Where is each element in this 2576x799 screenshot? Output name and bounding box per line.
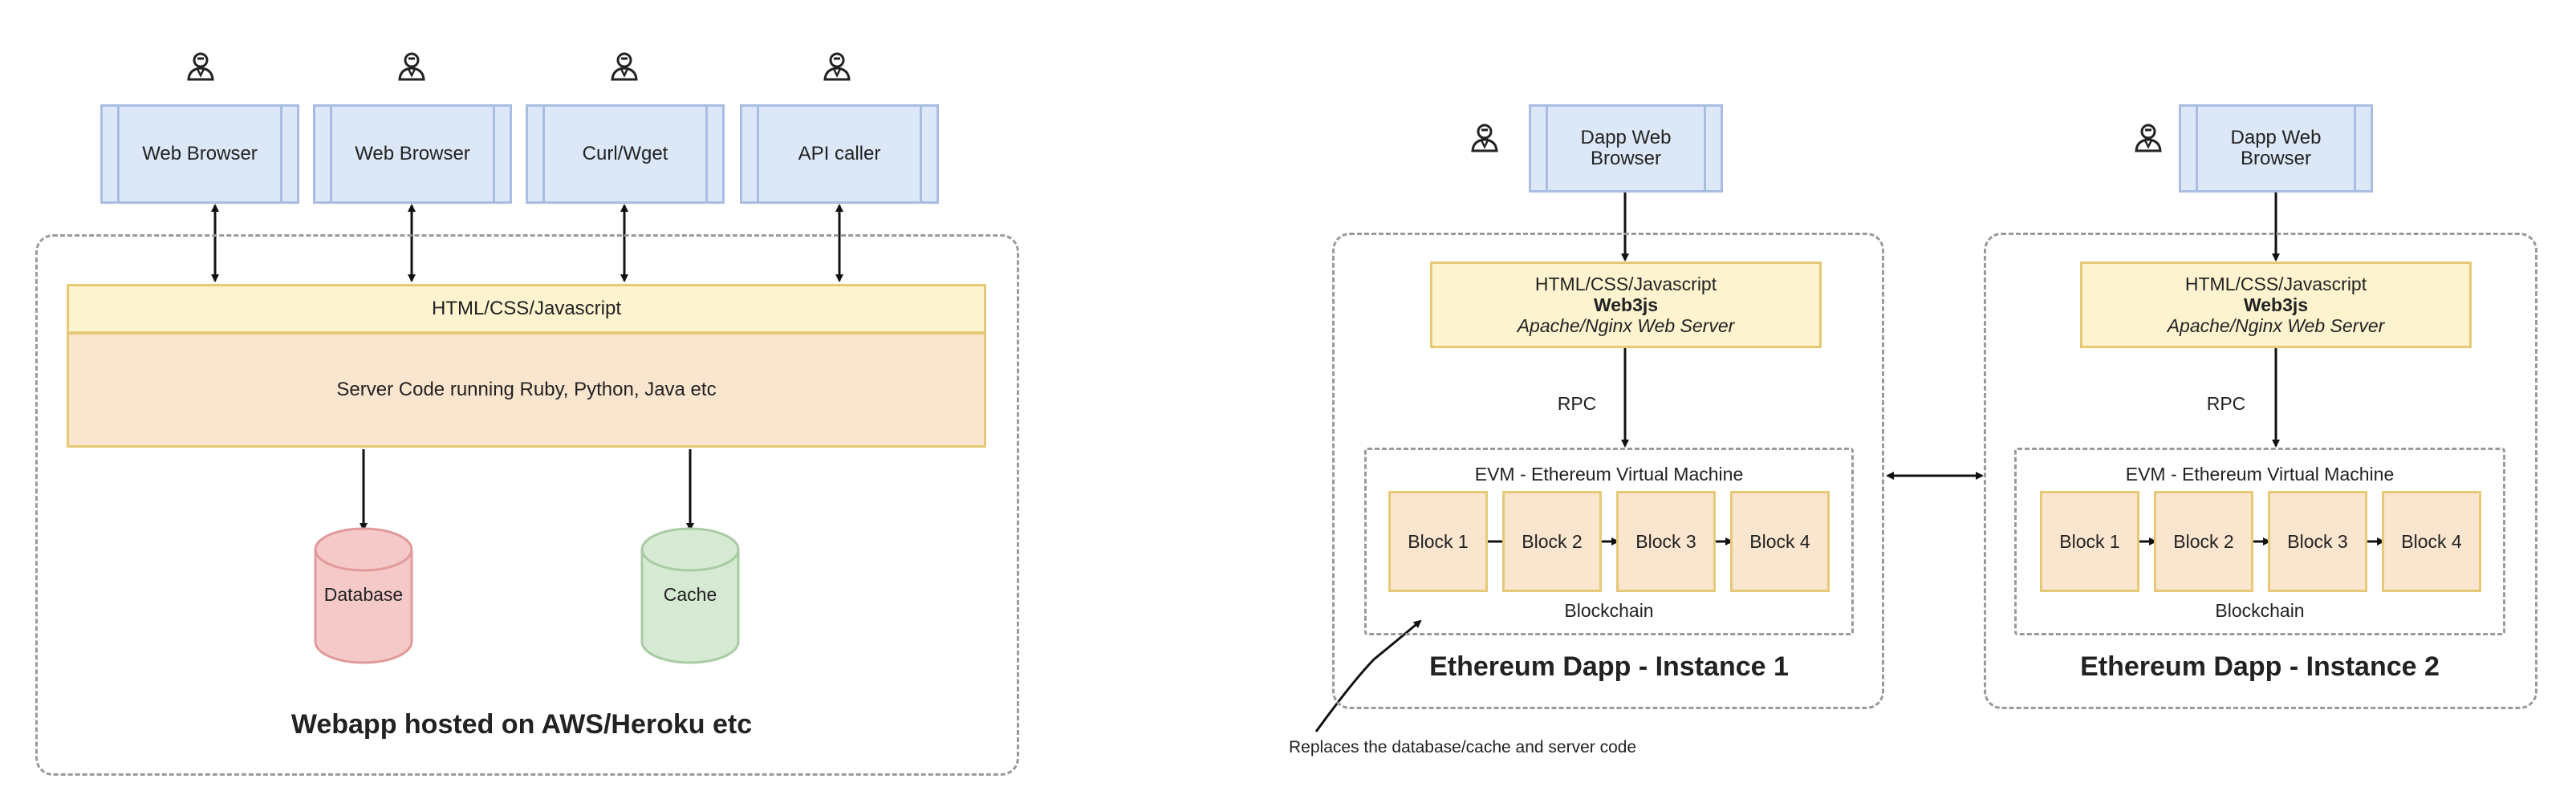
rpc-label: RPC — [2206, 393, 2246, 414]
evm-container — [2014, 448, 2505, 635]
dapp-browser-box: Dapp Web Browser — [2179, 104, 2373, 193]
evm-label: EVM - Ethereum Virtual Machine — [2125, 464, 2395, 485]
web-server-label: Apache/Nginx Web Server — [1517, 315, 1735, 336]
user-icon — [1471, 124, 1498, 152]
block-4: Block 4 — [1730, 491, 1830, 592]
block-label: Block 1 — [1408, 530, 1469, 552]
client-box-web-browser: Web Browser — [100, 104, 299, 204]
server-code-layer: Server Code running Ruby, Python, Java e… — [67, 332, 986, 448]
block-4: Block 4 — [2382, 491, 2481, 592]
block-1: Block 1 — [1388, 491, 1488, 592]
block-label: Block 2 — [2173, 530, 2234, 552]
rpc-label: RPC — [1557, 393, 1597, 414]
dapp-browser-label: Dapp Web Browser — [1580, 127, 1672, 169]
block-label: Block 4 — [2401, 530, 2462, 552]
database-cylinder — [314, 527, 413, 664]
block-label: Block 2 — [1522, 530, 1583, 552]
web3js-label: Web3js — [2243, 294, 2309, 315]
evm-label: EVM - Ethereum Virtual Machine — [1474, 464, 1744, 485]
client-box-api-caller: API caller — [740, 104, 939, 204]
cache-label: Cache — [663, 584, 717, 605]
client-label: Curl/Wget — [582, 143, 668, 164]
client-label: Web Browser — [355, 143, 470, 164]
web3js-label: Web3js — [1593, 294, 1659, 315]
web-server-label: Apache/Nginx Web Server — [2167, 315, 2385, 336]
annotation-pointer-arrow — [1314, 619, 1422, 732]
client-box-web-browser: Web Browser — [313, 104, 512, 204]
cache-cylinder — [640, 527, 740, 664]
web-server-box: HTML/CSS/Javascript Web3js Apache/Nginx … — [1430, 262, 1822, 348]
block-3: Block 3 — [2268, 491, 2367, 592]
user-icon — [187, 52, 214, 81]
instance-title: Ethereum Dapp - Instance 1 — [1429, 651, 1789, 682]
client-box-curl-wget: Curl/Wget — [526, 104, 725, 204]
user-icon — [823, 52, 851, 81]
dapp-instance-container — [1984, 233, 2537, 709]
client-label: Web Browser — [142, 143, 258, 164]
block-1: Block 1 — [2040, 491, 2139, 592]
block-2: Block 2 — [1502, 491, 1602, 592]
html-layer-label: HTML/CSS/Javascript — [431, 298, 622, 319]
evm-container — [1364, 448, 1854, 635]
webapp-title: Webapp hosted on AWS/Heroku etc — [291, 709, 753, 740]
web-stack-label: HTML/CSS/Javascript — [1534, 274, 1717, 294]
annotation-text: Replaces the database/cache and server c… — [1289, 738, 1637, 756]
html-css-js-layer: HTML/CSS/Javascript — [67, 284, 986, 334]
block-label: Block 1 — [2059, 530, 2120, 552]
blockchain-label: Blockchain — [2215, 600, 2305, 621]
block-label: Block 3 — [1635, 530, 1696, 552]
block-label: Block 4 — [1749, 530, 1810, 552]
dapp-instance-container — [1332, 233, 1884, 709]
user-icon — [2135, 124, 2162, 152]
block-2: Block 2 — [2154, 491, 2253, 592]
user-icon — [611, 52, 638, 81]
blockchain-label: Blockchain — [1564, 600, 1654, 621]
web-stack-label: HTML/CSS/Javascript — [2184, 274, 2367, 294]
dapp-browser-label: Dapp Web Browser — [2230, 127, 2322, 169]
client-label: API caller — [798, 143, 881, 164]
block-label: Block 3 — [2287, 530, 2348, 552]
webapp-container — [35, 234, 1019, 776]
server-layer-label: Server Code running Ruby, Python, Java e… — [336, 379, 717, 400]
database-label: Database — [323, 584, 404, 605]
block-3: Block 3 — [1616, 491, 1716, 592]
instance-title: Ethereum Dapp - Instance 2 — [2080, 651, 2440, 682]
web-server-box: HTML/CSS/Javascript Web3js Apache/Nginx … — [2080, 262, 2472, 348]
dapp-browser-box: Dapp Web Browser — [1529, 104, 1723, 193]
user-icon — [398, 52, 425, 81]
